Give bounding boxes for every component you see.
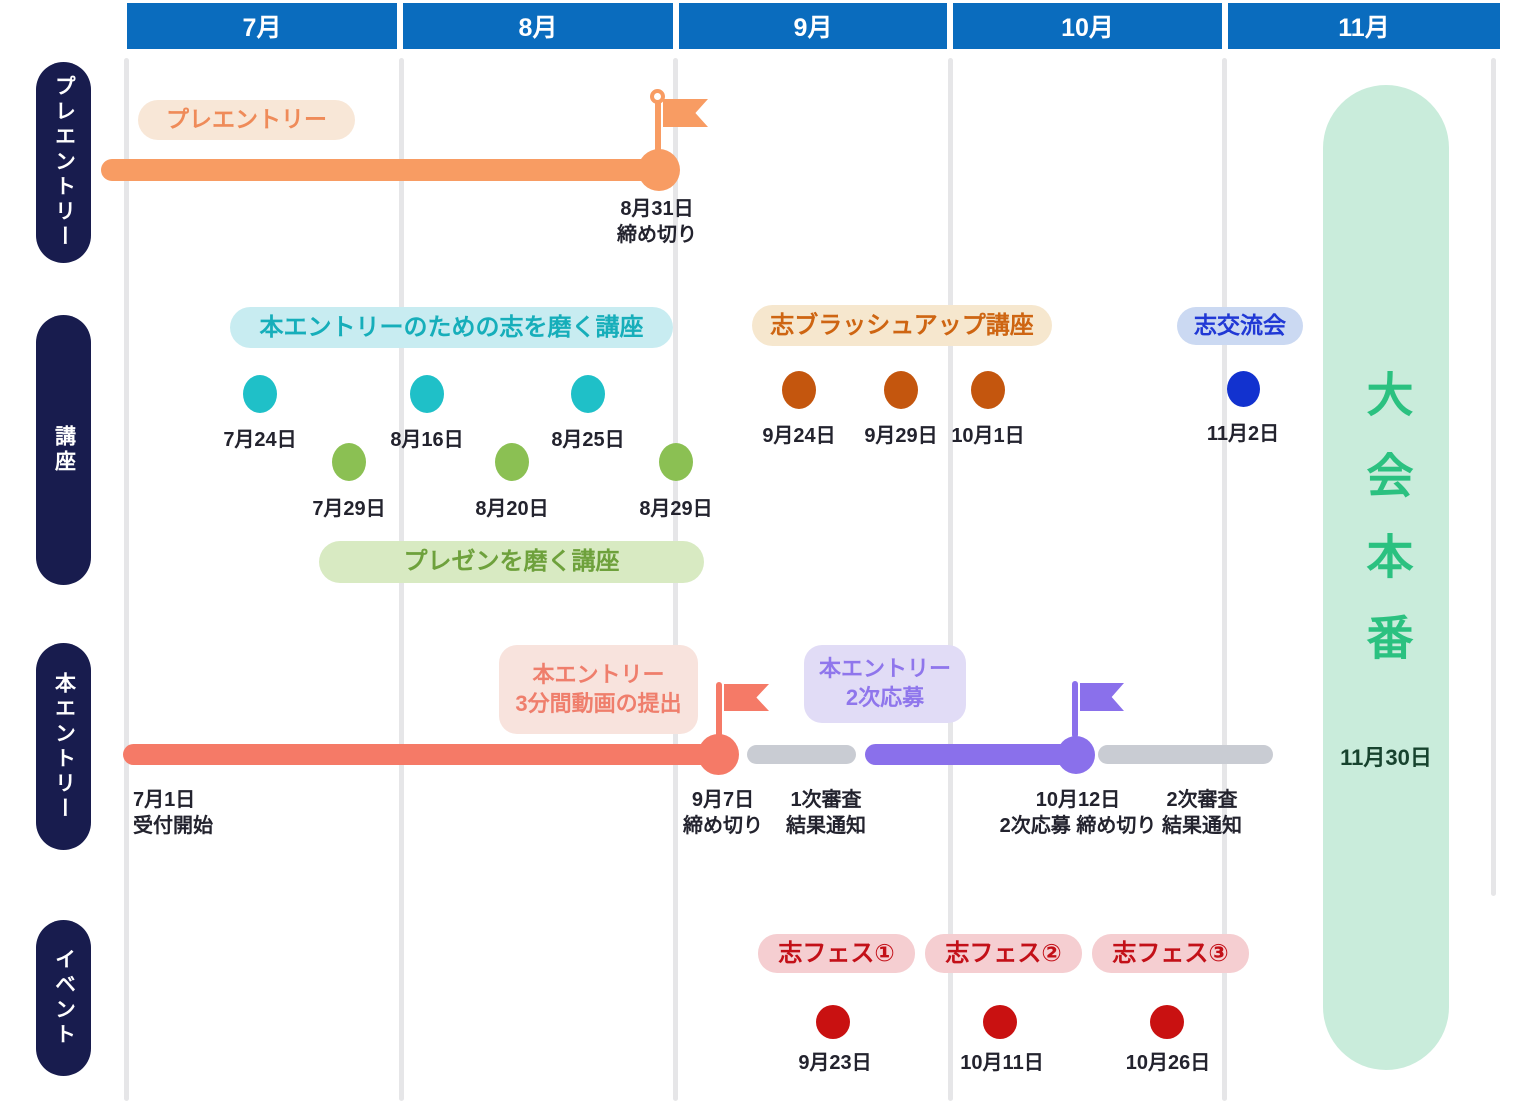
deadline-flag-icon [1080,683,1124,711]
event-dot [816,1005,850,1039]
course-date: 11月2日 [1206,423,1280,445]
bubble-tail-icon [414,346,440,363]
pre-entry-bar [101,159,661,181]
second-entry-bubble: 本エントリー 2次応募 [804,645,966,723]
event-dot [1150,1005,1184,1039]
deadline-marker-dot [698,734,739,775]
finale-title: 大会本番 [1359,370,1413,694]
course-dot [332,443,366,481]
course-dot [884,371,918,409]
course-date: 10月1日 [951,425,1025,447]
event-fes1-bubble: 志フェス① [758,934,915,973]
course-dot [571,375,605,413]
event-date: 10月26日 [1125,1052,1211,1074]
second-review-label: 2次審査 結果通知 [1162,789,1242,838]
row-label-pre-entry: プレエントリー [36,62,91,263]
row-label-main-entry: 本エントリー [36,643,91,850]
bubble-tail-icon [232,138,258,155]
month-gridline [1222,58,1227,1101]
course-dot [410,375,444,413]
row-label-courses: 講座 [36,315,91,585]
month-header-september: 9月 [679,3,947,49]
row-label-events: イベント [36,920,91,1076]
flag-pole-icon [716,682,722,738]
deadline-flag-icon [724,684,769,711]
course-dot [1227,371,1260,407]
polish-will-course-bubble: 本エントリーのための志を磨く講座 [230,307,673,348]
bubble-tail-icon [975,344,1001,361]
course-date: 7月29日 [312,498,386,520]
month-header-august: 8月 [403,3,673,49]
bubble-tail-icon [1154,971,1180,988]
second-entry-deadline-date: 10月12日 2次応募 締め切り [999,789,1157,838]
main-entry-start-date: 7月1日 受付開始 [133,789,213,838]
second-entry-bar [865,744,1077,765]
course-dot [971,371,1005,409]
bubble-tail-icon [848,721,874,738]
bubble-tail-icon [786,344,812,361]
finale-date: 11月30日 [1340,745,1432,770]
bubble-tail-icon [663,525,689,542]
bubble-tail-icon [888,344,914,361]
pre-entry-bubble: プレエントリー [138,100,355,140]
finale-pill: 大会本番 11月30日 [1323,85,1449,1070]
course-date: 9月29日 [864,425,938,447]
main-entry-video-bubble: 本エントリー 3分間動画の提出 [499,645,698,734]
event-date: 10月11日 [960,1052,1044,1074]
month-gridline [124,58,129,1101]
course-dot [243,375,277,413]
main-entry-deadline-date: 9月7日 締め切り [683,789,763,838]
first-review-label: 1次審査 結果通知 [786,789,866,838]
event-fes3-bubble: 志フェス③ [1092,934,1249,973]
bubble-tail-icon [247,346,273,363]
course-date: 8月25日 [551,429,625,451]
course-date: 8月29日 [639,498,713,520]
deadline-marker-dot [638,149,680,191]
flag-pole-icon [655,96,661,156]
event-date: 9月23日 [798,1052,872,1074]
month-gridline [1491,58,1496,896]
bubble-tail-icon [1231,343,1257,360]
polish-presentation-course-bubble: プレゼンを磨く講座 [319,541,704,583]
event-dot [983,1005,1017,1039]
deadline-marker-dot [1057,736,1095,774]
event-fes2-bubble: 志フェス② [925,934,1082,973]
bubble-tail-icon [987,971,1013,988]
bubble-tail-icon [336,525,362,542]
deadline-flag-icon [663,99,708,127]
course-date: 9月24日 [762,425,836,447]
month-header-november: 11月 [1228,3,1500,49]
course-date: 8月16日 [390,429,464,451]
month-gridline [948,58,953,1101]
flag-pole-icon [1072,681,1078,738]
first-review-bar [747,745,856,764]
course-date: 7月24日 [223,429,297,451]
flag-knob-icon [650,89,665,104]
course-dot [495,443,529,481]
bubble-tail-icon [820,971,846,988]
second-review-bar [1098,745,1273,764]
bubble-tail-icon [575,346,601,363]
pre-entry-deadline-date: 8月31日 締め切り [617,198,697,247]
course-date: 8月20日 [475,498,549,520]
bubble-tail-icon [499,525,525,542]
exchange-meeting-bubble: 志交流会 [1177,307,1303,345]
course-dot [659,443,693,481]
course-dot [782,371,816,409]
brushup-course-bubble: 志ブラッシュアップ講座 [752,305,1052,346]
month-header-july: 7月 [127,3,397,49]
month-header-october: 10月 [953,3,1222,49]
main-entry-bar [123,744,719,765]
